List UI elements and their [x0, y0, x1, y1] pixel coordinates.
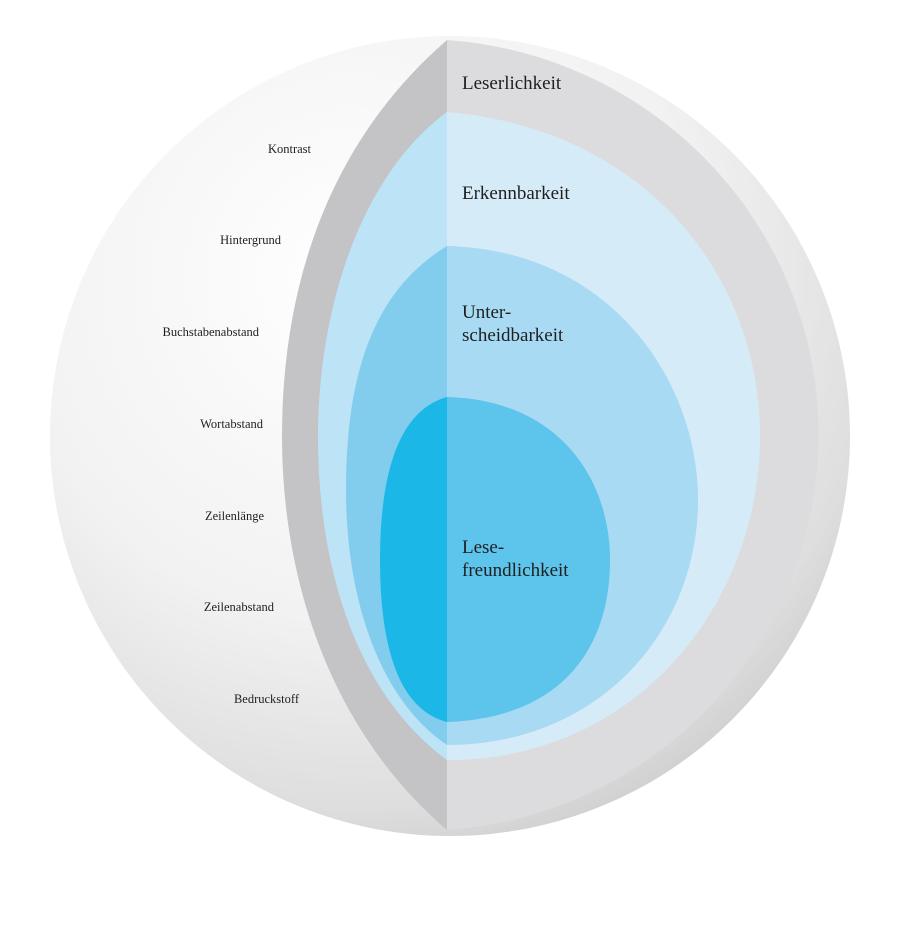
layer-label-lesefreundlichkeit-line2: freundlichkeit [462, 560, 569, 581]
layer-label-leserlichkeit: Leserlichkeit [462, 73, 562, 94]
factor-label-zeilenabstand: Zeilenabstand [204, 600, 275, 614]
factor-label-kontrast: Kontrast [268, 142, 312, 156]
layer-lesefreundlichkeit-right [447, 397, 610, 722]
layer-label-unterscheidbarkeit-line2: scheidbarkeit [462, 325, 564, 346]
factor-label-hintergrund: Hintergrund [220, 233, 282, 247]
factor-label-buchstabenabstand: Buchstabenabstand [162, 325, 259, 339]
layer-label-lesefreundlichkeit-line1: Lese- [462, 537, 504, 558]
factor-label-zeilenlaenge: Zeilenlänge [205, 509, 264, 523]
layer-lesefreundlichkeit-left [380, 397, 447, 722]
factor-label-bedruckstoff: Bedruckstoff [234, 692, 300, 706]
factor-label-wortabstand: Wortabstand [200, 417, 264, 431]
layer-label-erkennbarkeit: Erkennbarkeit [462, 183, 570, 204]
layer-label-unterscheidbarkeit-line1: Unter- [462, 302, 511, 323]
